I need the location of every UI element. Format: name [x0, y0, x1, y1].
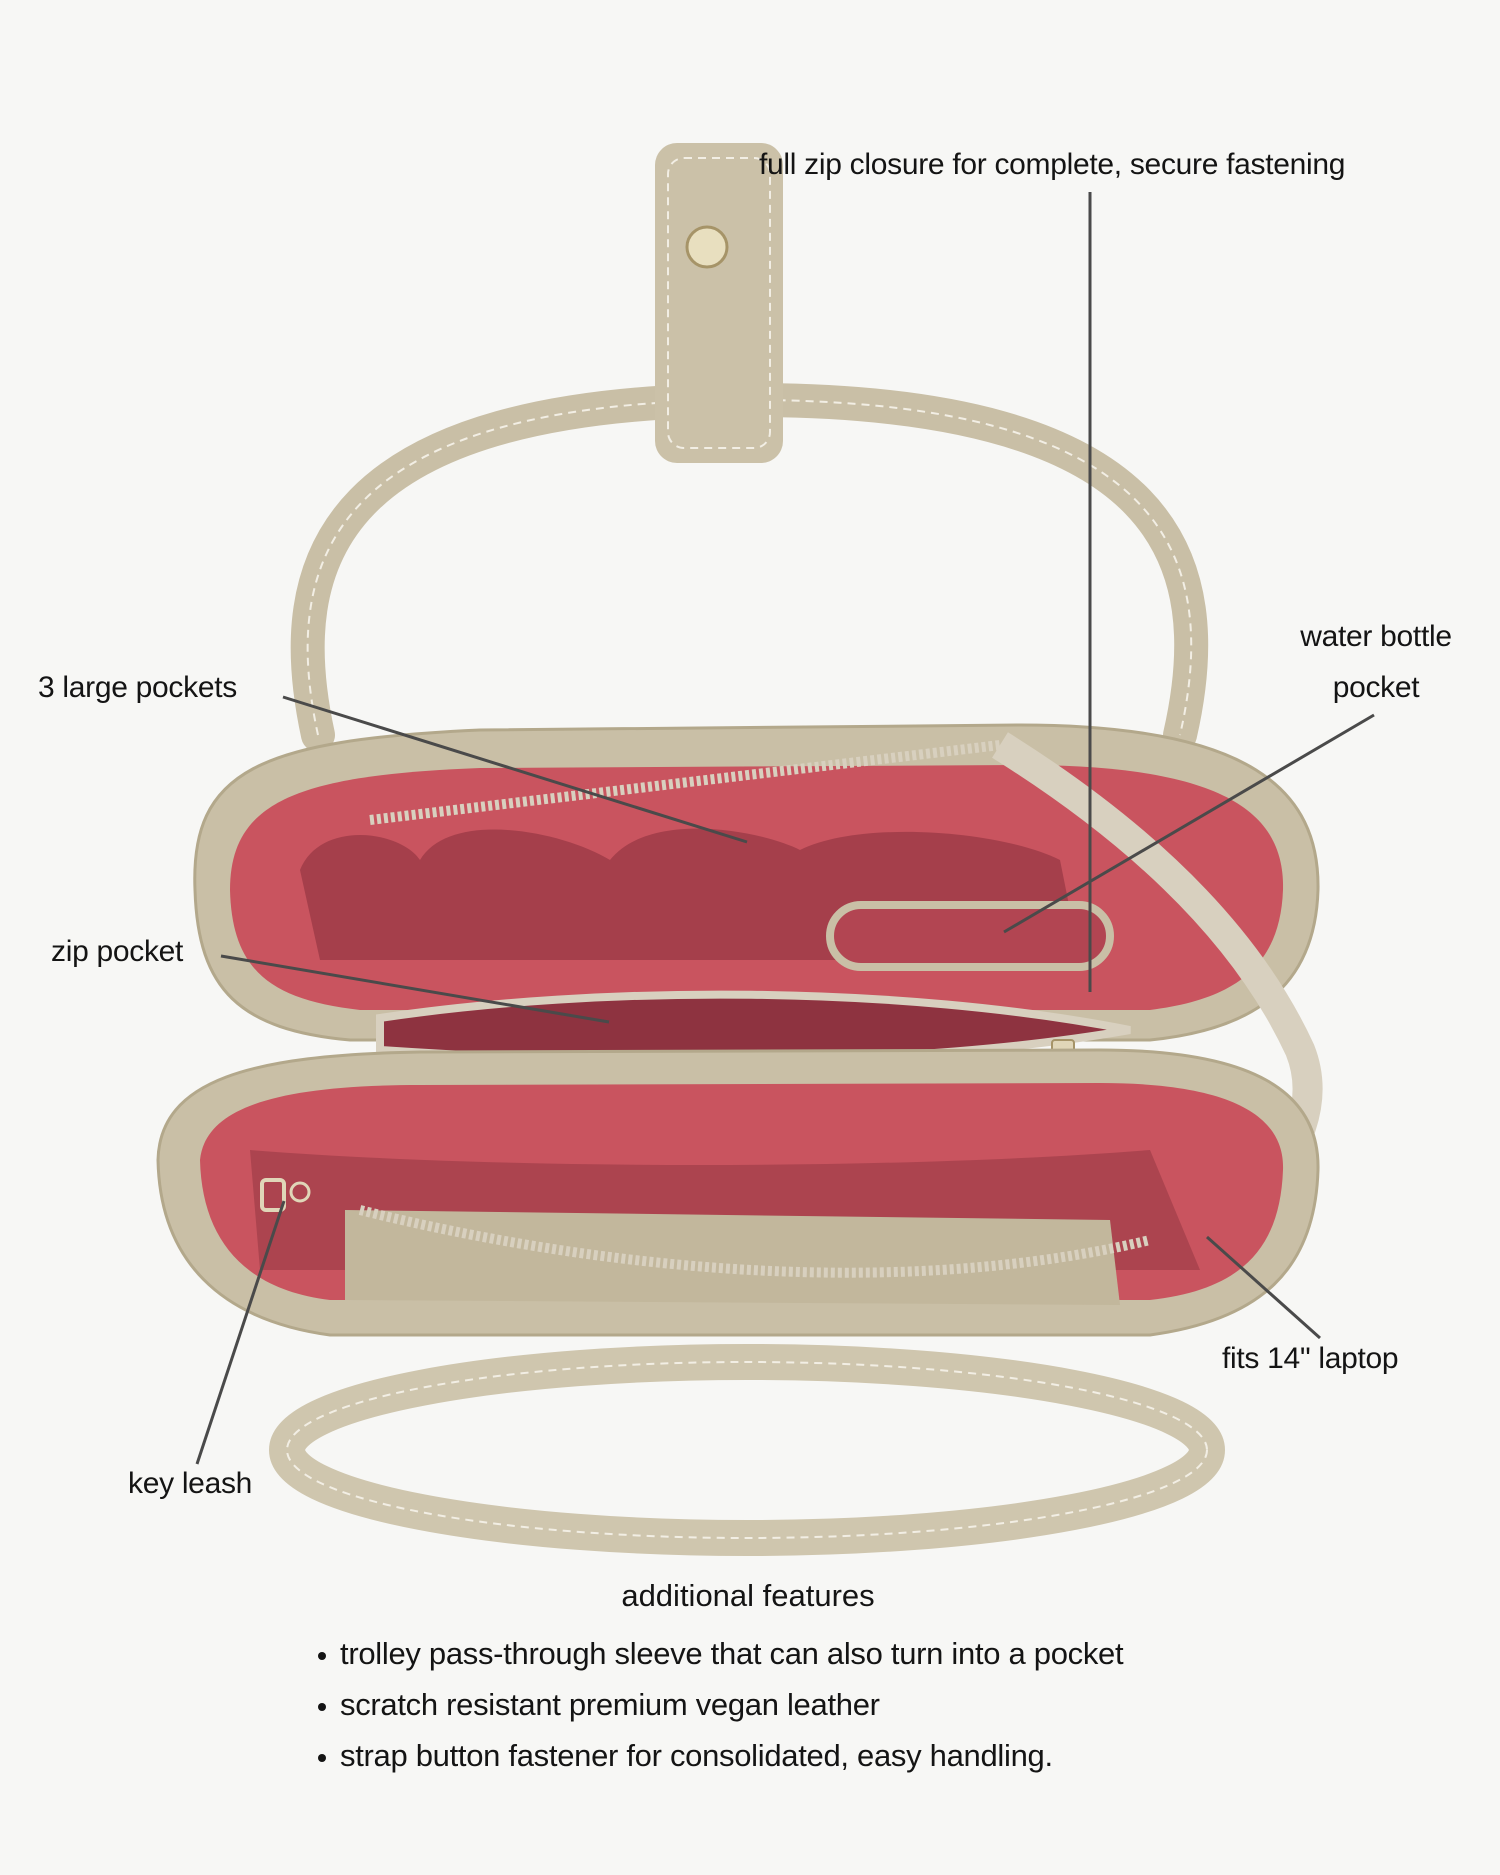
water-bottle-pocket: [826, 901, 1114, 971]
feature-text: scratch resistant premium vegan leather: [340, 1687, 880, 1722]
bullet-icon: [318, 1702, 326, 1711]
feature-item: strap button fastener for consolidated, …: [318, 1730, 1123, 1781]
callout-water-bottle-line2: pocket: [1332, 671, 1420, 704]
callout-key-leash: key leash: [128, 1467, 253, 1500]
bottom-handle: [269, 1344, 1225, 1556]
leader-key-leash: [195, 1200, 286, 1465]
bullet-icon: [318, 1753, 326, 1762]
key-leash-clip-icon: [260, 1178, 311, 1212]
feature-text: strap button fastener for consolidated, …: [340, 1738, 1053, 1773]
feature-text: trolley pass-through sleeve that can als…: [340, 1636, 1124, 1671]
bullet-icon: [318, 1651, 326, 1660]
strap-tab: [655, 143, 783, 463]
feature-item: trolley pass-through sleeve that can als…: [318, 1628, 1124, 1679]
callout-laptop: fits 14" laptop: [1222, 1342, 1399, 1375]
leader-large-pockets: [282, 695, 748, 844]
callout-zip-closure: full zip closure for complete, secure fa…: [759, 148, 1346, 181]
leader-laptop: [1206, 1235, 1321, 1340]
features-title: additional features: [621, 1578, 875, 1613]
features-list: trolley pass-through sleeve that can als…: [318, 1628, 1124, 1781]
leader-zip-pocket: [220, 954, 610, 1024]
additional-features: additional features trolley pass-through…: [0, 1578, 1500, 1773]
snap-button-icon: [685, 225, 729, 269]
callout-water-bottle-line1: water bottle: [1300, 620, 1452, 653]
callout-zip-pocket: zip pocket: [51, 935, 184, 968]
callout-large-pockets: 3 large pockets: [38, 671, 237, 704]
feature-item: scratch resistant premium vegan leather: [318, 1679, 1123, 1730]
leader-water-bottle: [1003, 713, 1375, 934]
